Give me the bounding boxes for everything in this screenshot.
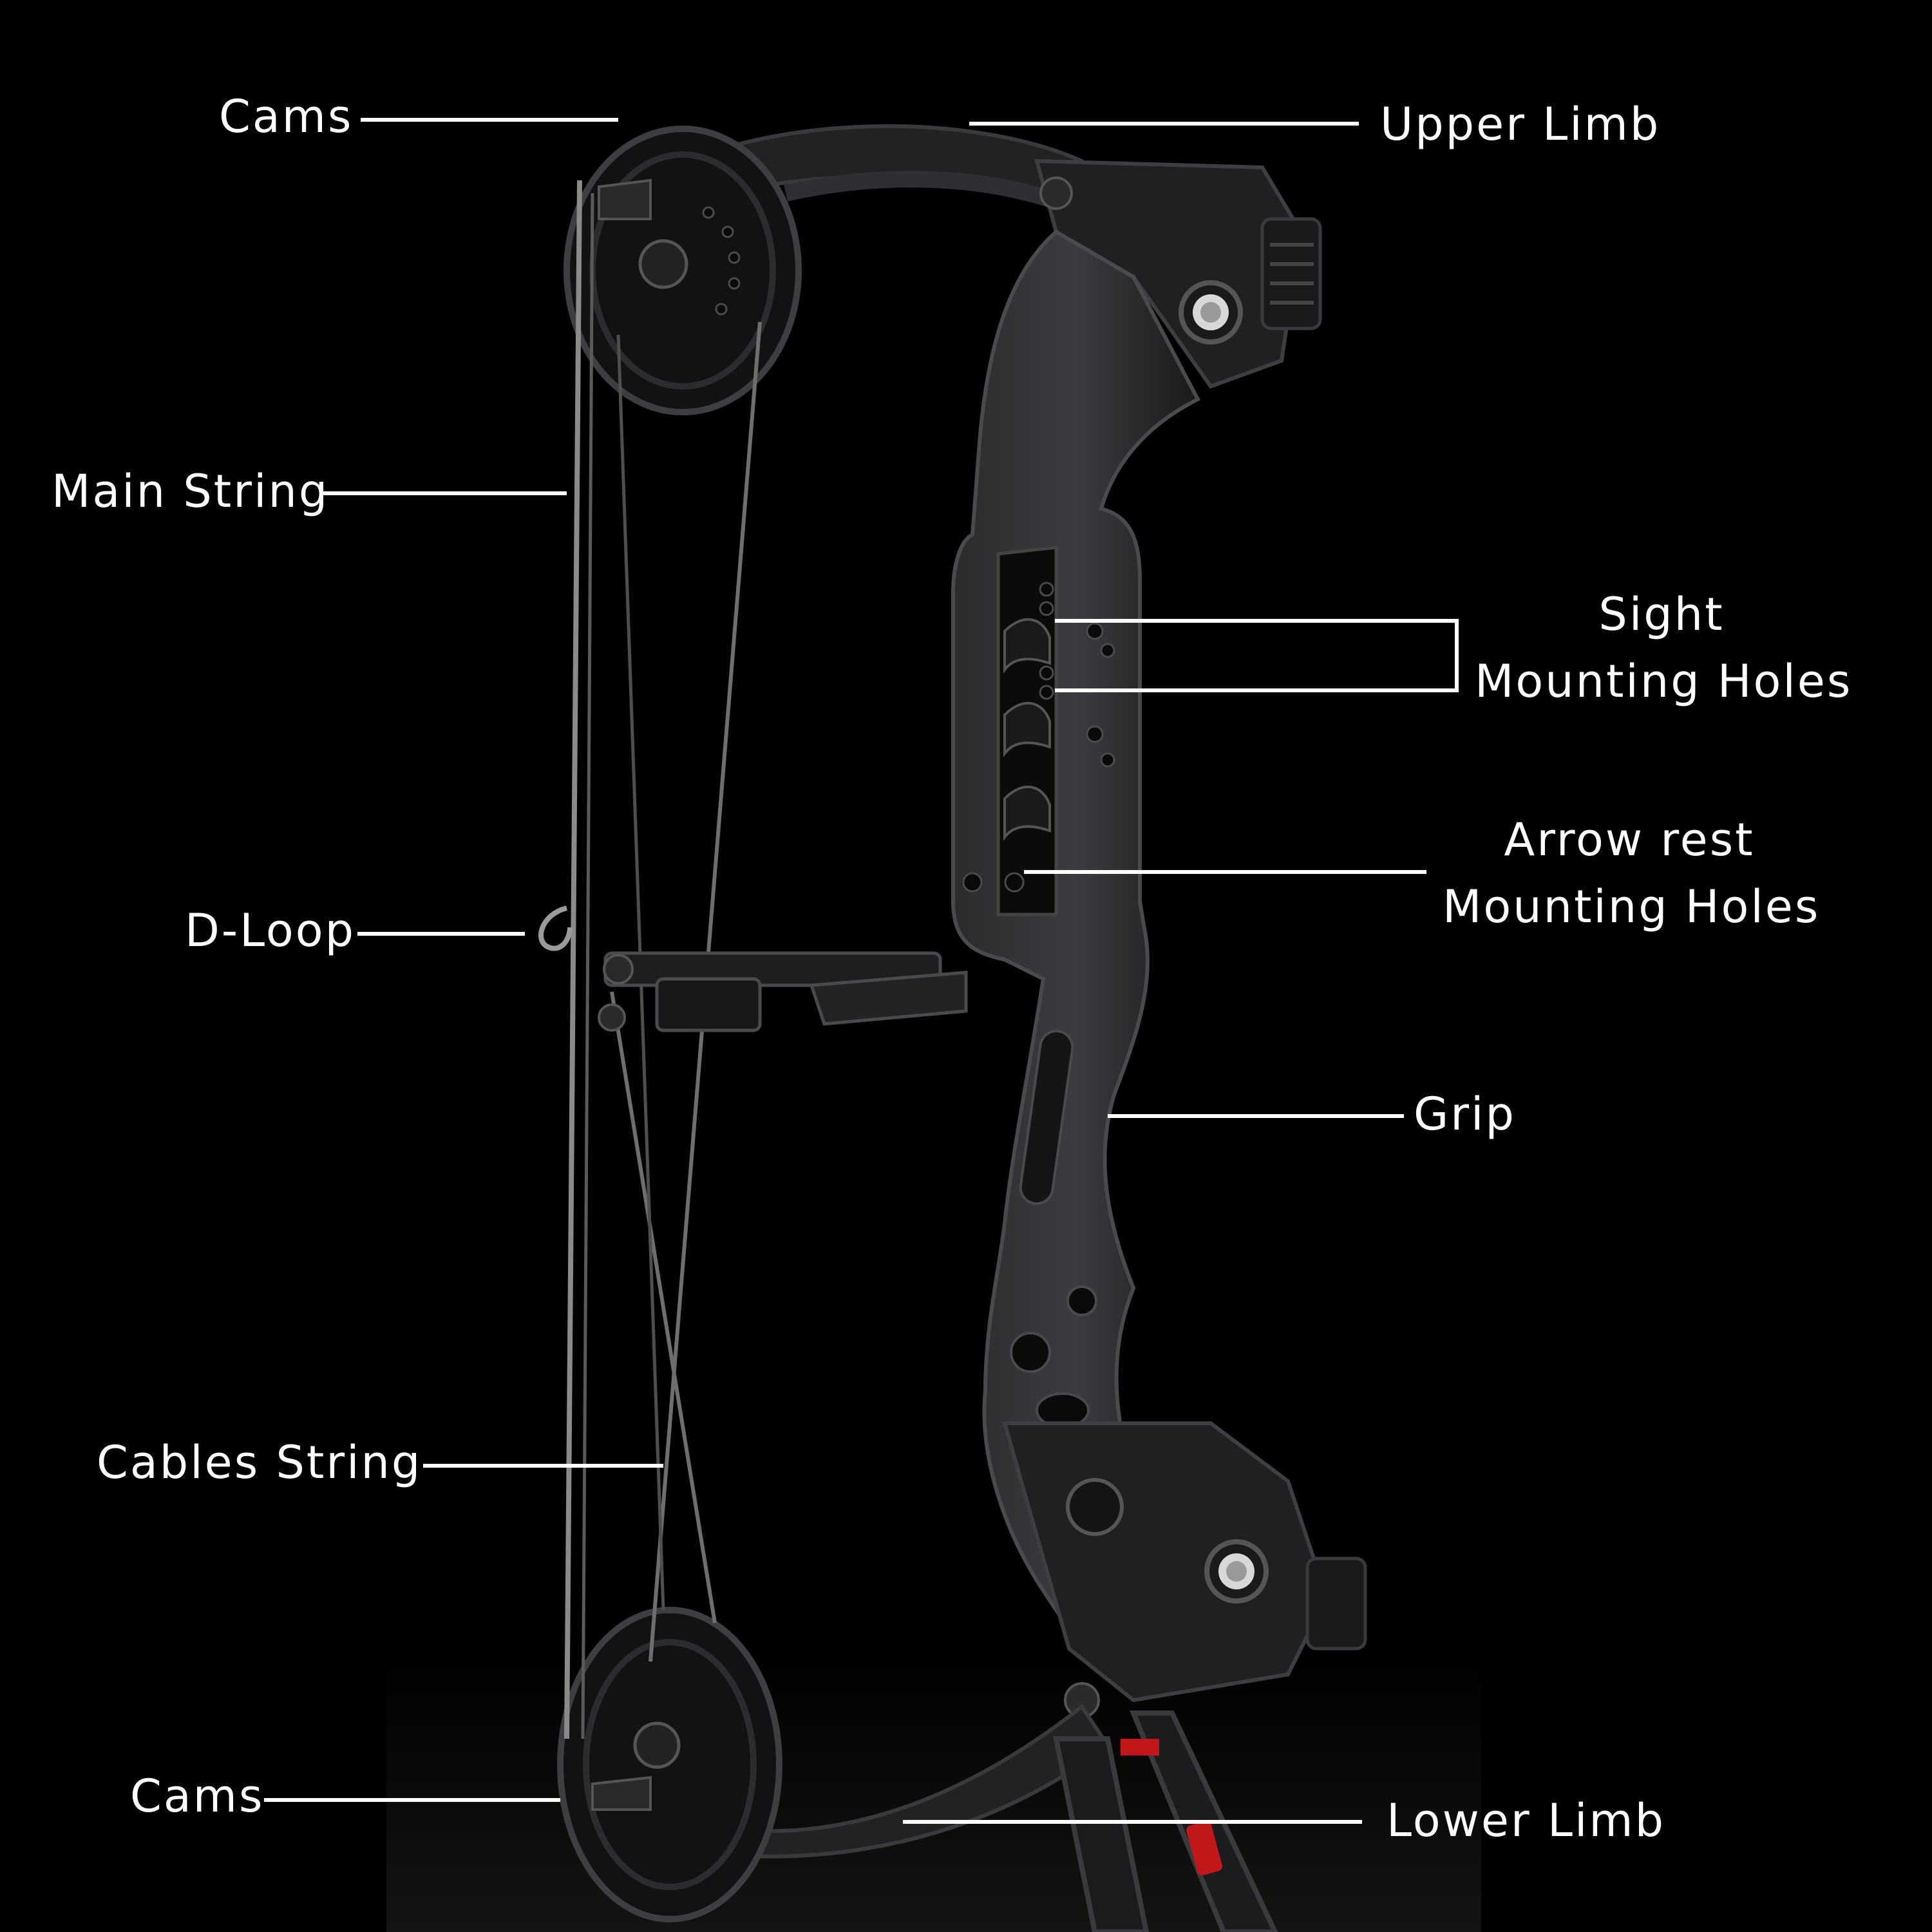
- label-d-loop: D-Loop: [185, 904, 356, 957]
- cable-rod: [598, 951, 968, 1032]
- label-sight-mounting-holes: Sight Mounting Holes: [1475, 581, 1853, 715]
- label-lower-limb: Lower Limb: [1387, 1794, 1666, 1847]
- label-cables-string: Cables String: [97, 1436, 422, 1489]
- bottom-cam-shape: [557, 1607, 782, 1922]
- label-grip: Grip: [1414, 1088, 1516, 1141]
- label-arrow-rest-mounting-holes: Arrow rest Mounting Holes: [1443, 806, 1821, 940]
- label-arrow-line1: Arrow rest: [1504, 813, 1755, 866]
- label-arrow-line2: Mounting Holes: [1443, 880, 1821, 933]
- label-sight-line2: Mounting Holes: [1475, 655, 1853, 708]
- label-upper-limb: Upper Limb: [1380, 98, 1661, 151]
- sight-holes-leader: [1055, 619, 1459, 692]
- label-sight-line1: Sight: [1598, 588, 1725, 641]
- label-main-string: Main String: [52, 465, 330, 518]
- d-loop-shape: [538, 905, 573, 951]
- label-cams-bottom: Cams: [130, 1770, 265, 1823]
- main-string-line: [564, 180, 582, 1739]
- top-cam-shape: [564, 126, 802, 415]
- label-cams-top: Cams: [219, 90, 354, 143]
